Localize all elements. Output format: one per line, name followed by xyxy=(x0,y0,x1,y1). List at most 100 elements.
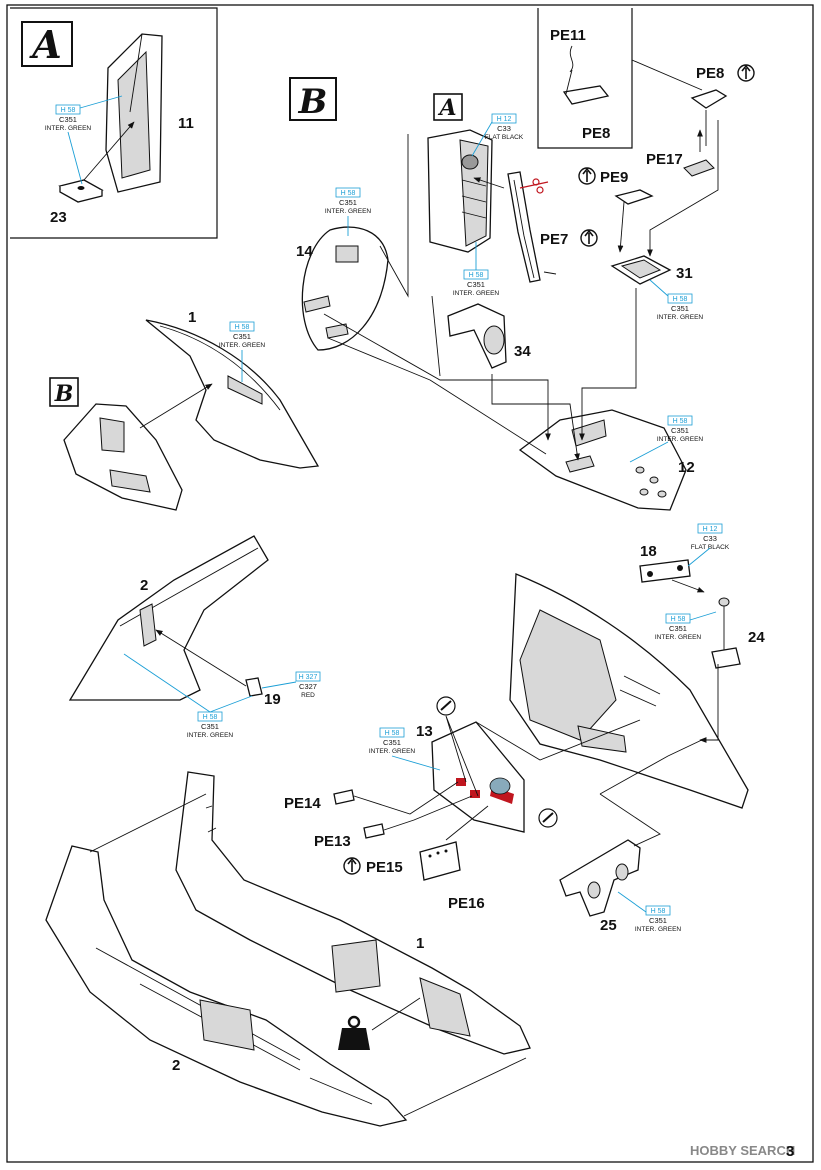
fuselage-nose-part-2 xyxy=(68,535,269,701)
pe15-label: PE15 xyxy=(366,859,403,876)
svg-text:C351: C351 xyxy=(201,722,219,731)
panel-part-34 xyxy=(447,303,507,369)
color-callout-inter-green: H 58 C351 INTER. GREEN xyxy=(219,321,266,382)
part-31-label: 31 xyxy=(676,265,693,282)
part-1-label-lower: 1 xyxy=(416,935,424,952)
flip-arrow-icon xyxy=(578,167,596,185)
svg-text:H 58: H 58 xyxy=(341,190,356,197)
pe14-label: PE14 xyxy=(284,795,321,812)
flip-arrow-icon xyxy=(580,229,598,247)
pe8-part xyxy=(690,89,728,109)
flip-arrow-icon xyxy=(737,64,755,82)
pe17-part xyxy=(683,159,715,177)
pe16-label: PE16 xyxy=(448,895,485,912)
svg-text:H 58: H 58 xyxy=(671,616,686,623)
cockpit-assembly-right xyxy=(509,573,749,809)
pedals-part-18 xyxy=(639,559,691,583)
part-34-label: 34 xyxy=(514,343,531,360)
svg-text:INTER. GREEN: INTER. GREEN xyxy=(635,926,682,933)
cushion-part-23 xyxy=(58,179,104,203)
svg-text:INTER. GREEN: INTER. GREEN xyxy=(325,208,372,215)
step-b-box xyxy=(289,77,337,121)
svg-text:H 12: H 12 xyxy=(703,526,718,533)
part-14-label: 14 xyxy=(296,243,313,260)
pe9-part xyxy=(614,189,654,205)
svg-text:INTER. GREEN: INTER. GREEN xyxy=(219,342,266,349)
instrument-panel-part-13 xyxy=(431,721,525,833)
part-12-label: 12 xyxy=(678,459,695,476)
svg-text:H 58: H 58 xyxy=(673,296,688,303)
svg-text:C327: C327 xyxy=(299,682,317,691)
part-23-label: 23 xyxy=(50,209,67,226)
fuselage-nose-part-1 xyxy=(145,319,320,469)
pe17-label: PE17 xyxy=(646,151,683,168)
svg-text:INTER. GREEN: INTER. GREEN xyxy=(45,125,92,132)
inset-pe8: PE11 PE8 xyxy=(537,8,633,149)
svg-text:FLAT BLACK: FLAT BLACK xyxy=(485,134,524,141)
svg-text:H 58: H 58 xyxy=(235,324,250,331)
pe8-label: PE8 xyxy=(696,65,724,82)
part-18-label: 18 xyxy=(640,543,657,560)
fuselage-half-part-2 xyxy=(45,845,408,1127)
inset-a: A 11 23 H 58 C351 INTER. GREEN xyxy=(10,7,218,239)
color-callout-inter-green: H 58 C351 INTER. GREEN xyxy=(649,279,703,321)
svg-text:FLAT BLACK: FLAT BLACK xyxy=(691,544,730,551)
svg-text:H 58: H 58 xyxy=(385,730,400,737)
part-19-label: 19 xyxy=(264,691,281,708)
svg-text:C351: C351 xyxy=(233,332,251,341)
part-13-label: 13 xyxy=(416,723,433,740)
pe9-label: PE9 xyxy=(600,169,628,186)
floor-part-12 xyxy=(518,409,687,511)
step-b-label: B xyxy=(298,82,328,122)
step-a-ref-label: A xyxy=(437,95,456,121)
lever-part-19 xyxy=(245,677,263,697)
color-callout-flat-black: H 12 C33 FLAT BLACK xyxy=(687,523,730,567)
svg-text:C351: C351 xyxy=(383,738,401,747)
svg-text:H 12: H 12 xyxy=(497,116,512,123)
cushion-part-31 xyxy=(610,255,672,285)
svg-text:INTER. GREEN: INTER. GREEN xyxy=(453,290,500,297)
svg-text:C33: C33 xyxy=(497,124,511,133)
pe11-label: PE11 xyxy=(550,27,586,44)
flip-arrow-icon xyxy=(343,857,361,875)
part-24-label: 24 xyxy=(748,629,765,646)
svg-text:H 58: H 58 xyxy=(651,908,666,915)
pe13-label: PE13 xyxy=(314,833,351,850)
svg-text:C351: C351 xyxy=(59,115,77,124)
svg-text:RED: RED xyxy=(301,692,315,699)
page-number: 3 xyxy=(786,1143,794,1160)
color-callout-inter-green: H 58 C351 INTER. GREEN xyxy=(629,415,704,463)
seat-belts-pe7 xyxy=(507,171,557,283)
step-b-ref-label: B xyxy=(54,381,74,407)
control-stick-part-24 xyxy=(711,597,741,669)
svg-text:C351: C351 xyxy=(671,304,689,313)
pe16-part xyxy=(419,841,461,881)
svg-text:INTER. GREEN: INTER. GREEN xyxy=(657,436,704,443)
seat-assembly xyxy=(427,129,493,253)
svg-text:H 58: H 58 xyxy=(203,714,218,721)
color-callout-flat-black: H 12 C33 FLAT BLACK xyxy=(471,113,524,157)
color-callout-inter-green: H 58 C351 INTER. GREEN xyxy=(655,611,717,641)
pe13-part xyxy=(363,823,385,839)
color-callout-inter-green: H 58 C351 INTER. GREEN xyxy=(123,653,253,739)
svg-text:H 58: H 58 xyxy=(673,418,688,425)
svg-text:C33: C33 xyxy=(703,534,717,543)
step-a-label: A xyxy=(29,22,61,67)
color-callout-inter-green: H 58 C351 INTER. GREEN xyxy=(453,242,500,297)
svg-text:C351: C351 xyxy=(649,916,667,925)
part-11-label: 11 xyxy=(178,115,194,132)
svg-text:INTER. GREEN: INTER. GREEN xyxy=(655,634,702,641)
scissors-icon xyxy=(519,178,549,194)
pe7-label: PE7 xyxy=(540,231,568,248)
svg-text:C351: C351 xyxy=(339,198,357,207)
color-callout-inter-green: H 58 C351 INTER. GREEN xyxy=(45,95,123,185)
seat-part-11 xyxy=(105,33,163,193)
part-25-label: 25 xyxy=(600,917,617,934)
svg-text:C351: C351 xyxy=(669,624,687,633)
part-2-label-lower: 2 xyxy=(172,1057,180,1074)
color-callout-inter-green: H 58 C351 INTER. GREEN xyxy=(325,187,372,236)
svg-text:INTER. GREEN: INTER. GREEN xyxy=(187,732,234,739)
pe14-part xyxy=(333,789,355,805)
svg-text:C351: C351 xyxy=(671,426,689,435)
